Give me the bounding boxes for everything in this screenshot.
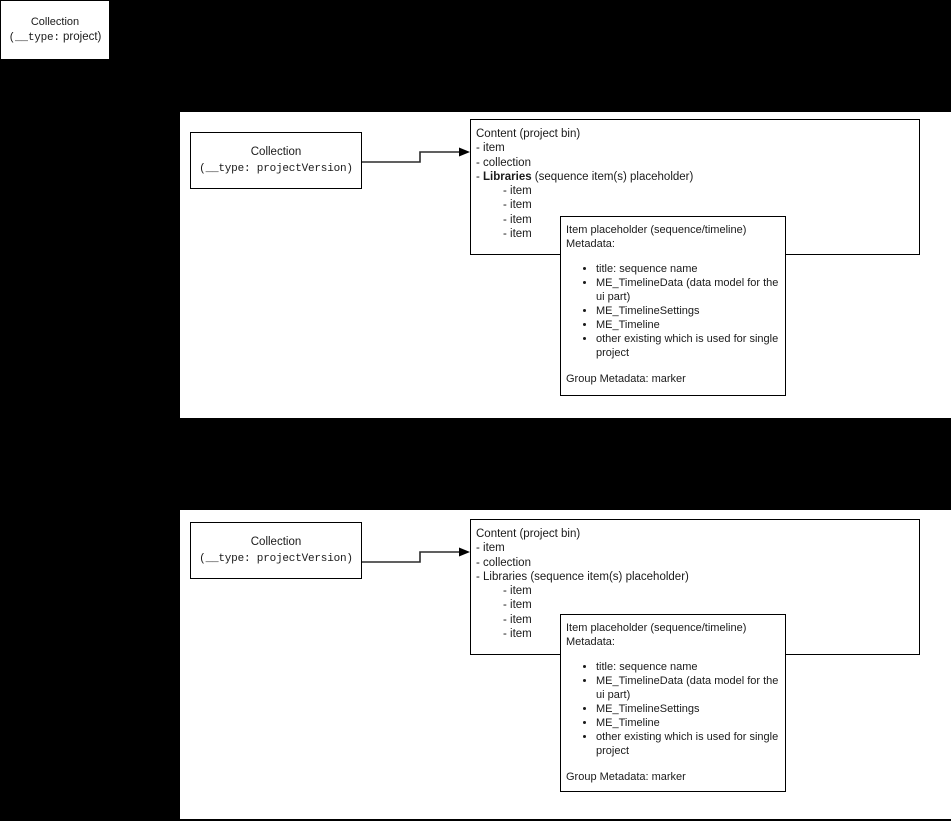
- node-content-top-row-item: - item: [476, 142, 505, 155]
- list-item: ME_TimelineSettings: [596, 304, 785, 318]
- node-meta-bottom-bullet-list: title: sequence name ME_TimelineData (da…: [566, 660, 785, 758]
- node-content-top-row-collection: - collection: [476, 156, 531, 169]
- libraries-label-bottom: Libraries: [483, 570, 528, 583]
- list-item: ME_Timeline: [596, 318, 785, 332]
- libraries-suffix-top: (sequence item(s) placeholder): [531, 170, 694, 183]
- node-content-bottom-subitem-2: - item: [503, 599, 532, 612]
- node-collection-bottom-type: (__type: projectVersion): [199, 550, 353, 567]
- node-collection-project-title: Collection: [30, 15, 80, 28]
- node-meta-top-title: Item placeholder (sequence/timeline): [566, 224, 747, 236]
- node-meta-top-footer: Group Metadata: marker: [566, 373, 686, 385]
- node-collection-top-type: (__type: projectVersion): [199, 160, 353, 177]
- node-collection-top-type-value: projectVersion): [250, 163, 353, 175]
- node-meta-bottom-subtitle: Metadata:: [566, 636, 615, 648]
- node-meta-bottom-footer: Group Metadata: marker: [566, 771, 686, 783]
- list-item: ME_Timeline: [596, 716, 785, 730]
- node-item-placeholder-bottom[interactable]: Item placeholder (sequence/timeline) Met…: [560, 614, 786, 792]
- list-item: other existing which is used for single …: [596, 730, 785, 758]
- node-collection-project-type-key: (__type:: [8, 31, 60, 44]
- node-content-bottom-subitem-4: - item: [503, 628, 532, 641]
- node-content-top-subitem-3: - item: [503, 213, 532, 226]
- node-meta-top-bullet-list: title: sequence name ME_TimelineData (da…: [566, 262, 785, 360]
- node-collection-project-type: (__type: project): [9, 30, 102, 46]
- node-collection-bottom-type-value: projectVersion): [250, 553, 353, 565]
- node-meta-bottom-title: Item placeholder (sequence/timeline): [566, 622, 747, 634]
- node-content-bottom-row-libraries: - Libraries (sequence item(s) placeholde…: [476, 570, 919, 584]
- list-item: ME_TimelineData (data model for the ui p…: [596, 276, 785, 304]
- list-item: ME_TimelineData (data model for the ui p…: [596, 674, 785, 702]
- node-meta-top-subtitle: Metadata:: [566, 238, 615, 250]
- connector-arrow-top: [362, 147, 470, 163]
- node-collection-top-title: Collection: [250, 146, 302, 158]
- node-collection-project[interactable]: Collection (__type: project): [0, 0, 110, 60]
- list-item: other existing which is used for single …: [596, 332, 785, 360]
- libraries-dash-bottom: -: [476, 570, 484, 583]
- node-content-top-subitem-4: - item: [503, 228, 532, 241]
- node-content-top-title: Content (project bin): [476, 128, 581, 140]
- node-item-placeholder-top[interactable]: Item placeholder (sequence/timeline) Met…: [560, 216, 786, 396]
- list-item: ME_TimelineSettings: [596, 702, 785, 716]
- node-content-bottom-title: Content (project bin): [476, 528, 581, 540]
- node-collection-bottom-title: Collection: [250, 536, 302, 548]
- node-content-bottom-subitem-3: - item: [503, 613, 532, 626]
- node-collection-project-type-value: project): [59, 30, 102, 43]
- list-item: title: sequence name: [596, 660, 785, 674]
- node-content-top-subitem-1: - item: [503, 185, 532, 198]
- node-collection-bottom-type-key: (__type:: [199, 553, 251, 565]
- node-content-top-row-libraries: - Libraries (sequence item(s) placeholde…: [476, 170, 919, 184]
- libraries-suffix-bottom: (sequence item(s) placeholder): [527, 570, 689, 583]
- node-collection-projectversion-bottom[interactable]: Collection (__type: projectVersion): [190, 522, 362, 579]
- node-collection-top-type-key: (__type:: [199, 163, 251, 175]
- node-content-bottom-row-collection: - collection: [476, 556, 531, 569]
- libraries-dash-top: -: [476, 170, 484, 183]
- list-item: title: sequence name: [596, 262, 785, 276]
- libraries-label-top: Libraries: [483, 170, 532, 183]
- node-content-bottom-subitem-1: - item: [503, 585, 532, 598]
- node-collection-projectversion-top[interactable]: Collection (__type: projectVersion): [190, 132, 362, 189]
- node-content-top-subitem-2: - item: [503, 199, 532, 212]
- connector-arrow-bottom: [362, 547, 470, 563]
- node-content-bottom-row-item: - item: [476, 542, 505, 555]
